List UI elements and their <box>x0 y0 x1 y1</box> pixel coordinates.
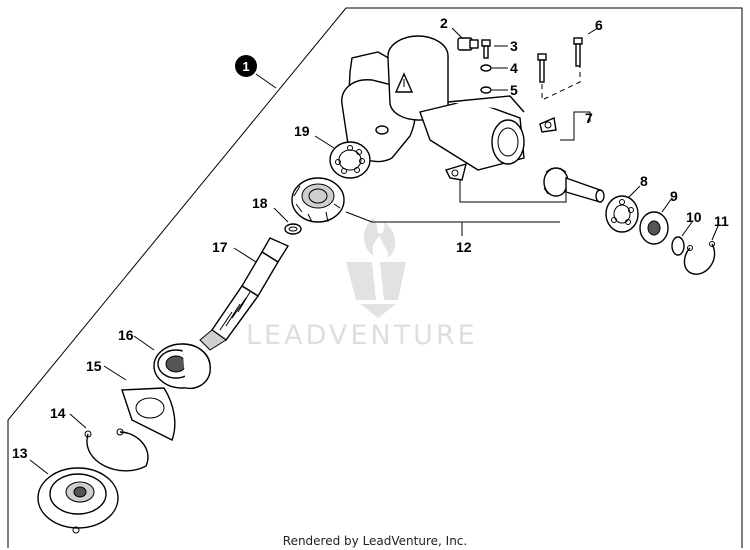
part-4-washer <box>480 64 492 72</box>
callout-6: 6 <box>595 17 603 33</box>
callout-19: 19 <box>294 123 310 139</box>
part-13-gear-cover <box>37 467 119 534</box>
assembly-frame <box>7 7 743 548</box>
part-5-washer <box>480 86 492 94</box>
callout-10: 10 <box>686 209 702 225</box>
part-17-drive-shaft <box>199 237 290 351</box>
part-3-screw <box>481 39 491 59</box>
part-9-bearing <box>639 211 669 245</box>
part-16-bearing <box>153 343 211 390</box>
gear-case-housing <box>341 35 557 181</box>
callout-13: 13 <box>12 445 28 461</box>
part-8-bearing <box>605 195 639 233</box>
part-15-cover-plate <box>121 387 176 441</box>
callout-11: 11 <box>714 213 729 229</box>
callout-16: 16 <box>118 327 134 343</box>
footer-credit: Rendered by LeadVenture, Inc. <box>283 534 467 548</box>
watermark-text: LEADVENTURE <box>246 320 478 351</box>
callout-8: 8 <box>640 173 648 189</box>
assembly-badge-label: 1 <box>242 59 249 74</box>
part-10-ring <box>671 236 685 256</box>
callout-4: 4 <box>510 60 518 76</box>
callout-17: 17 <box>212 239 228 255</box>
callout-12: 12 <box>456 239 472 255</box>
callout-15: 15 <box>86 358 102 374</box>
callout-3: 3 <box>510 38 518 54</box>
callout-2: 2 <box>440 15 448 31</box>
part-18-snap-ring <box>284 223 302 235</box>
part-14-snap-ring <box>84 428 149 472</box>
part-19-bearing <box>329 141 371 179</box>
callout-5: 5 <box>510 82 518 98</box>
part-12-bevel-gear <box>291 177 345 223</box>
part-2-bolt <box>457 37 479 51</box>
part-12-pinion-gear <box>543 167 605 203</box>
callout-9: 9 <box>670 188 678 204</box>
callout-14: 14 <box>50 405 66 421</box>
assembly-badge: 1 <box>235 55 257 77</box>
part-11-snap-ring <box>683 241 716 275</box>
watermark-logo <box>346 218 406 318</box>
part-6-screws <box>537 37 583 83</box>
callout-7: 7 <box>585 110 593 126</box>
callout-18: 18 <box>252 195 268 211</box>
